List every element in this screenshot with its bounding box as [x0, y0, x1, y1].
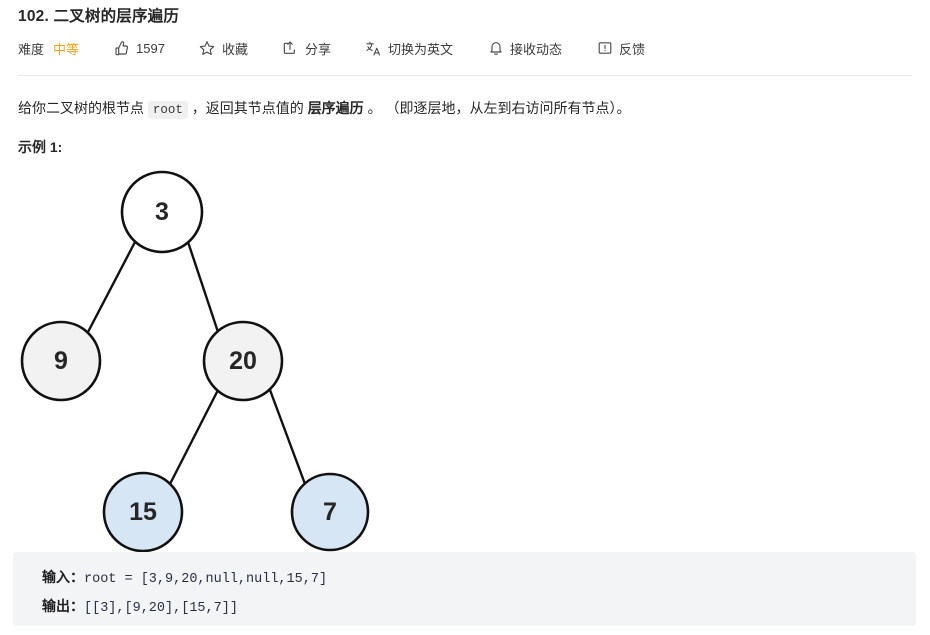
tree-edges: [86, 240, 307, 486]
favorite-button[interactable]: 收藏: [199, 39, 248, 58]
description-part-1: 给你二叉树的根节点: [18, 100, 148, 116]
translate-label: 切换为英文: [387, 41, 453, 57]
like-count: 1597: [136, 40, 165, 56]
example-output-line: 输出：[[3],[9,20],[15,7]]: [42, 593, 916, 622]
tree-node-circle: [290, 472, 370, 552]
like-button[interactable]: 1597: [113, 40, 165, 57]
thumbs-up-icon: [113, 40, 130, 57]
feedback-label: 反馈: [619, 41, 646, 57]
tree-node-7: 7: [290, 472, 370, 552]
tree-node-label: 20: [229, 347, 257, 375]
tree-node-15: 15: [102, 471, 184, 553]
output-label: 输出：: [42, 598, 84, 614]
translate-button[interactable]: 切换为英文: [365, 39, 453, 58]
difficulty-label: 难度: [18, 41, 45, 57]
feedback-button[interactable]: 反馈: [596, 39, 645, 58]
tree-node-circle: [20, 320, 102, 402]
example-code-block: 输入：root = [3,9,20,null,null,15,7] 输出：[[3…: [13, 552, 916, 626]
tree-node-9: 9: [20, 320, 102, 402]
description-emphasis: 层序遍历: [307, 100, 364, 116]
share-icon: [282, 40, 299, 57]
tree-node-label: 15: [129, 498, 157, 526]
output-value: [[3],[9,20],[15,7]]: [84, 601, 238, 616]
tree-edge-3-9: [86, 240, 137, 334]
binary-tree-svg: 3 9 20 15 7: [20, 170, 370, 553]
input-label: 输入：: [42, 569, 84, 585]
tree-nodes: 3 9 20 15 7: [20, 170, 370, 553]
tree-node-circle: [120, 170, 204, 254]
page-title: 102. 二叉树的层序遍历: [18, 8, 180, 25]
inline-code-root: root: [147, 101, 188, 119]
tree-node-label: 9: [54, 347, 68, 375]
subscribe-label: 接收动态: [510, 41, 563, 57]
tree-edge-3-20: [186, 240, 220, 334]
feedback-icon: [596, 40, 613, 57]
example-heading: 示例 1:: [18, 139, 63, 155]
share-button[interactable]: 分享: [282, 39, 331, 58]
translate-icon: [365, 40, 382, 57]
tree-node-label: 3: [155, 198, 169, 226]
star-icon: [199, 40, 216, 57]
tree-node-20: 20: [202, 320, 284, 402]
tree-edge-20-7: [268, 388, 307, 486]
share-label: 分享: [304, 41, 331, 57]
difficulty-value: 中等: [53, 41, 80, 57]
description-part-3: 。 （即逐层地，从左到右访问所有节点）。: [363, 100, 631, 116]
favorite-label: 收藏: [221, 41, 248, 57]
problem-toolbar: 难度 中等 1597 收藏: [0, 28, 930, 58]
tree-node-circle: [202, 320, 284, 402]
tree-node-circle: [102, 471, 184, 553]
tree-node-label: 7: [323, 498, 337, 526]
problem-description: 给你二叉树的根节点 root ，返回其节点值的 层序遍历 。 （即逐层地，从左到…: [18, 96, 908, 122]
description-part-2: ，返回其节点值的: [187, 100, 308, 116]
subscribe-button[interactable]: 接收动态: [487, 39, 562, 58]
page-title-row: 102. 二叉树的层序遍历: [0, 0, 930, 28]
bell-icon: [487, 40, 504, 57]
binary-tree-figure: 3 9 20 15 7: [0, 162, 420, 557]
tree-edge-20-15: [168, 388, 220, 486]
tree-node-3: 3: [120, 170, 204, 254]
header-divider: [18, 75, 912, 76]
example-input-line: 输入：root = [3,9,20,null,null,15,7]: [42, 564, 916, 593]
input-value: root = [3,9,20,null,null,15,7]: [84, 572, 328, 587]
